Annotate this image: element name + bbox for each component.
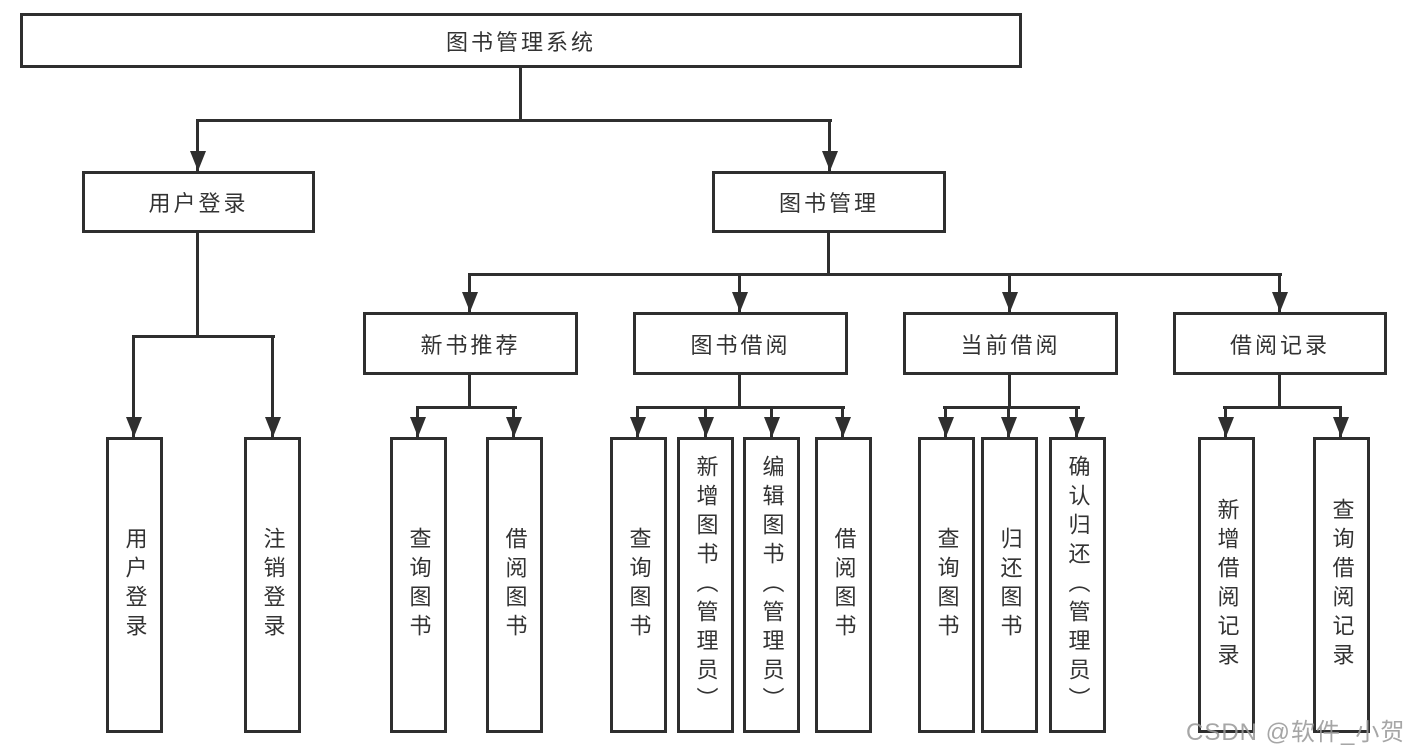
leaf-confirm-return-admin: 确认归还（管理员） (1049, 437, 1106, 733)
arrow-down-icon (1002, 292, 1018, 312)
node-book-management: 图书管理 (712, 171, 946, 233)
leaf-query-books-borrow: 查询图书 (610, 437, 667, 733)
connector-line (132, 335, 275, 338)
connector-line (1278, 375, 1281, 409)
arrow-down-icon (1001, 417, 1017, 437)
arrow-down-icon (506, 417, 522, 437)
leaf-label: 借阅图书 (831, 527, 857, 643)
arrow-down-icon (1069, 417, 1085, 437)
node-root-system: 图书管理系统 (20, 13, 1022, 68)
arrow-down-icon (764, 417, 780, 437)
arrow-down-icon (410, 417, 426, 437)
leaf-query-books-newrec: 查询图书 (390, 437, 447, 733)
arrow-down-icon (1272, 292, 1288, 312)
leaf-label: 确认归还（管理员） (1065, 454, 1091, 716)
connector-line (636, 406, 845, 409)
arrow-down-icon (126, 417, 142, 437)
connector-line (196, 119, 199, 171)
leaf-borrow-books-newrec: 借阅图书 (486, 437, 543, 733)
leaf-label: 借阅图书 (502, 527, 528, 643)
connector-line (1008, 375, 1011, 409)
leaf-label: 查询借阅记录 (1329, 498, 1355, 672)
arrow-down-icon (630, 417, 646, 437)
leaf-label: 新增图书（管理员） (693, 454, 719, 716)
leaf-label: 注销登录 (260, 527, 286, 643)
connector-line (196, 119, 832, 122)
csdn-watermark: CSDN @软件_小贺同学 (1186, 719, 1405, 746)
node-book-borrow: 图书借阅 (633, 312, 848, 375)
connector-line (738, 375, 741, 409)
leaf-label: 新增借阅记录 (1214, 498, 1240, 672)
leaf-label: 查询图书 (934, 527, 960, 643)
leaf-label: 查询图书 (406, 527, 432, 643)
connector-line (416, 406, 517, 409)
leaf-add-books-admin: 新增图书（管理员） (677, 437, 734, 733)
arrow-down-icon (835, 417, 851, 437)
arrow-down-icon (265, 417, 281, 437)
connector-line (468, 273, 1282, 276)
connector-line (271, 335, 274, 437)
arrow-down-icon (190, 151, 206, 171)
arrow-down-icon (462, 292, 478, 312)
leaf-label: 查询图书 (626, 527, 652, 643)
arrow-down-icon (698, 417, 714, 437)
node-borrow-records: 借阅记录 (1173, 312, 1387, 375)
leaf-query-books-current: 查询图书 (918, 437, 975, 733)
leaf-logout: 注销登录 (244, 437, 301, 733)
arrow-down-icon (1218, 417, 1234, 437)
leaf-label: 用户登录 (122, 527, 148, 643)
node-new-book-recommend: 新书推荐 (363, 312, 578, 375)
connector-line (468, 375, 471, 409)
connector-line (828, 119, 831, 171)
leaf-borrow-books-borrow: 借阅图书 (815, 437, 872, 733)
leaf-add-borrow-record: 新增借阅记录 (1198, 437, 1255, 733)
connector-line (1223, 406, 1342, 409)
arrow-down-icon (938, 417, 954, 437)
node-current-borrow: 当前借阅 (903, 312, 1118, 375)
connector-line (827, 233, 830, 276)
connector-line (132, 335, 135, 437)
arrow-down-icon (732, 292, 748, 312)
connector-line (943, 406, 1080, 409)
leaf-edit-books-admin: 编辑图书（管理员） (743, 437, 800, 733)
connector-line (519, 68, 522, 122)
connector-line (196, 233, 199, 338)
arrow-down-icon (822, 151, 838, 171)
leaf-query-borrow-record: 查询借阅记录 (1313, 437, 1370, 733)
arrow-down-icon (1333, 417, 1349, 437)
node-user-login: 用户登录 (82, 171, 315, 233)
leaf-user-login: 用户登录 (106, 437, 163, 733)
leaf-return-books: 归还图书 (981, 437, 1038, 733)
leaf-label: 编辑图书（管理员） (759, 454, 785, 716)
leaf-label: 归还图书 (997, 527, 1023, 643)
